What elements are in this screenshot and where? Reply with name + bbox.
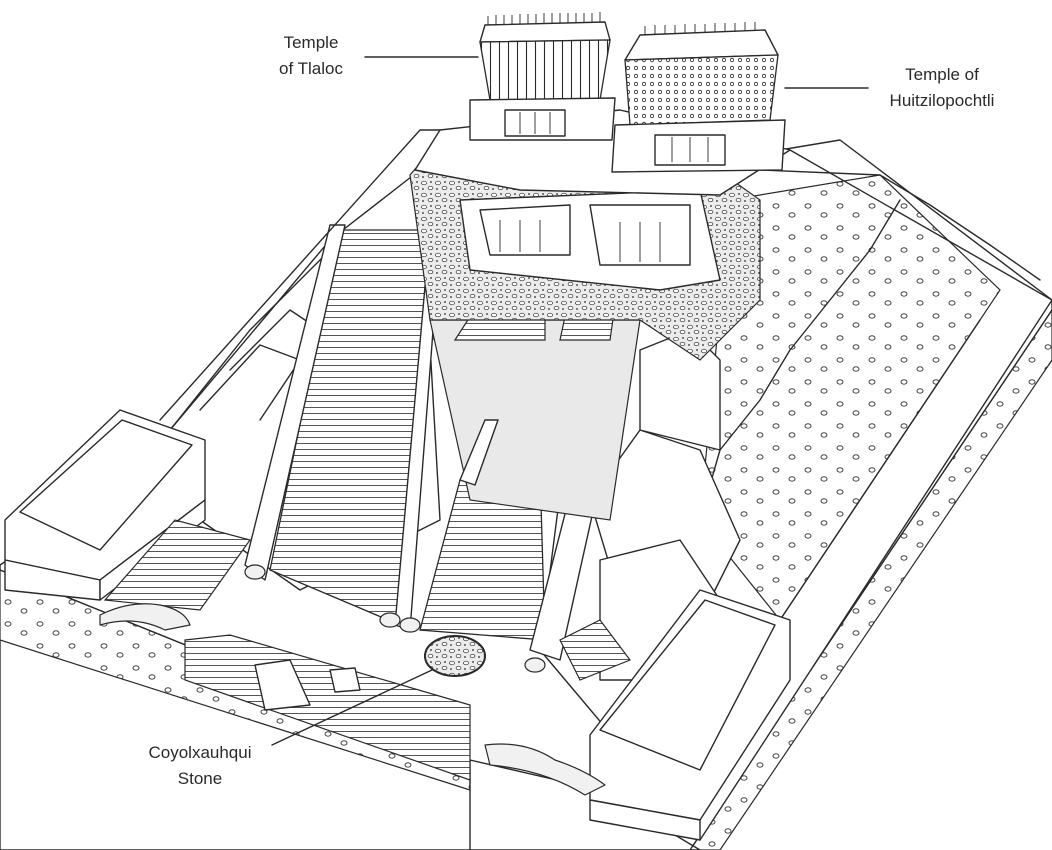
serpent-heads xyxy=(99,564,606,796)
temple-of-tlaloc xyxy=(469,12,616,141)
front-lower-stairs xyxy=(184,634,471,781)
label-coyolxauhqui-stone-line2: Stone xyxy=(178,769,222,788)
temple-of-huitzilopochtli xyxy=(611,22,786,173)
staircase-left xyxy=(244,224,441,631)
inner-core-rubble xyxy=(409,139,761,361)
leader-lines xyxy=(271,56,869,746)
label-temple-of-tlaloc-line2: of Tlaloc xyxy=(279,59,343,78)
left-side-platform xyxy=(4,409,251,611)
staircase-right xyxy=(419,269,641,661)
outline-edges xyxy=(159,129,1052,421)
right-side-platform xyxy=(559,589,791,841)
coyolxauhqui-stone xyxy=(424,635,486,677)
label-temple-of-huitzilopochtli-line2: Huitzilopochtli xyxy=(890,91,995,110)
label-temple-of-tlaloc-line1: Temple xyxy=(284,33,339,52)
label-coyolxauhqui-stone-line1: Coyolxauhqui xyxy=(148,743,251,762)
label-temple-of-huitzilopochtli-line1: Temple of xyxy=(905,65,979,84)
